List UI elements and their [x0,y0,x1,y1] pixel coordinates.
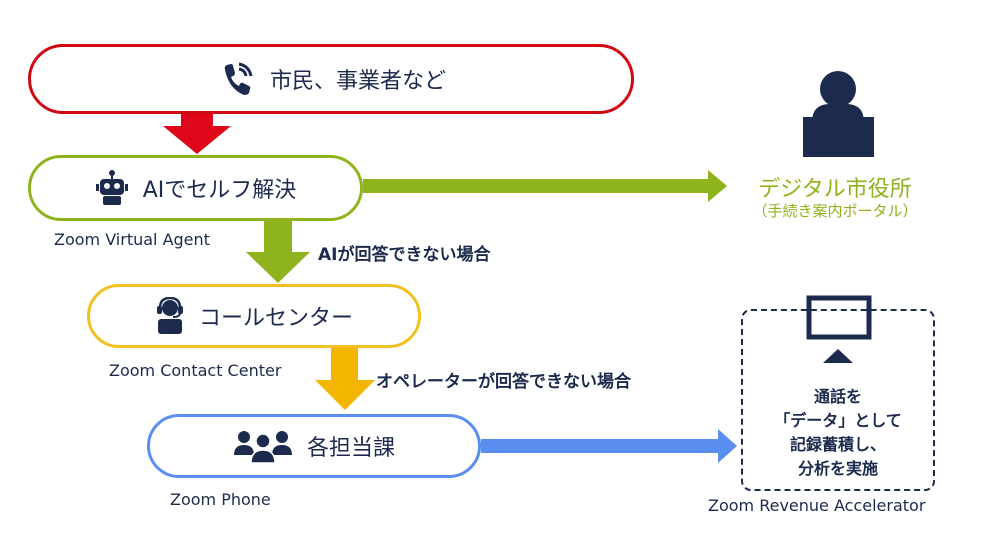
arrow-citizens-to-ai [163,114,231,154]
node-ai-self-service: AIでセルフ解決 [28,155,363,221]
portal-subtitle: （手続き案内ポータル） [752,202,918,220]
operator-headset-icon [155,297,185,335]
robot-icon [95,170,129,206]
portal-title: デジタル市役所 [758,177,912,202]
node-dept-label: 各担当課 [306,436,395,461]
node-cc-caption: Zoom Contact Center [109,361,282,380]
monitor-icon [806,295,872,363]
arrow-cc-to-dept [315,348,375,410]
person-at-desk-icon [803,71,874,157]
node-ai-caption: Zoom Virtual Agent [54,230,210,249]
edge-note-ai-to-cc: AIが回答できない場合 [318,245,491,265]
node-dept-caption: Zoom Phone [170,490,271,509]
revenue-accelerator-frame [741,309,935,491]
node-citizens-label: 市民、事業者など [269,69,446,94]
ra-line-2: 「データ」として [774,411,902,430]
ra-line-3: 記録蓄積し、 [789,435,886,454]
phone-icon [216,59,256,99]
group-people-icon [233,428,293,464]
arrow-ai-to-portal [363,170,727,202]
revenue-accelerator-caption: Zoom Revenue Accelerator [708,496,926,515]
node-cc-label: コールセンター [198,306,353,331]
revenue-accelerator-description: 通話を 「データ」として 記録蓄積し、 分析を実施 [741,385,935,481]
ra-line-1: 通話を [813,387,862,406]
node-citizens: 市民、事業者など [28,44,634,114]
ra-line-4: 分析を実施 [797,459,878,478]
edge-note-cc-to-dept: オペレーターが回答できない場合 [376,372,631,392]
arrow-dept-to-ra [481,429,737,463]
node-contact-center: コールセンター [87,284,421,348]
arrow-ai-to-cc [246,221,310,283]
node-departments: 各担当課 [147,414,481,478]
node-ai-label: AIでセルフ解決 [142,178,297,203]
